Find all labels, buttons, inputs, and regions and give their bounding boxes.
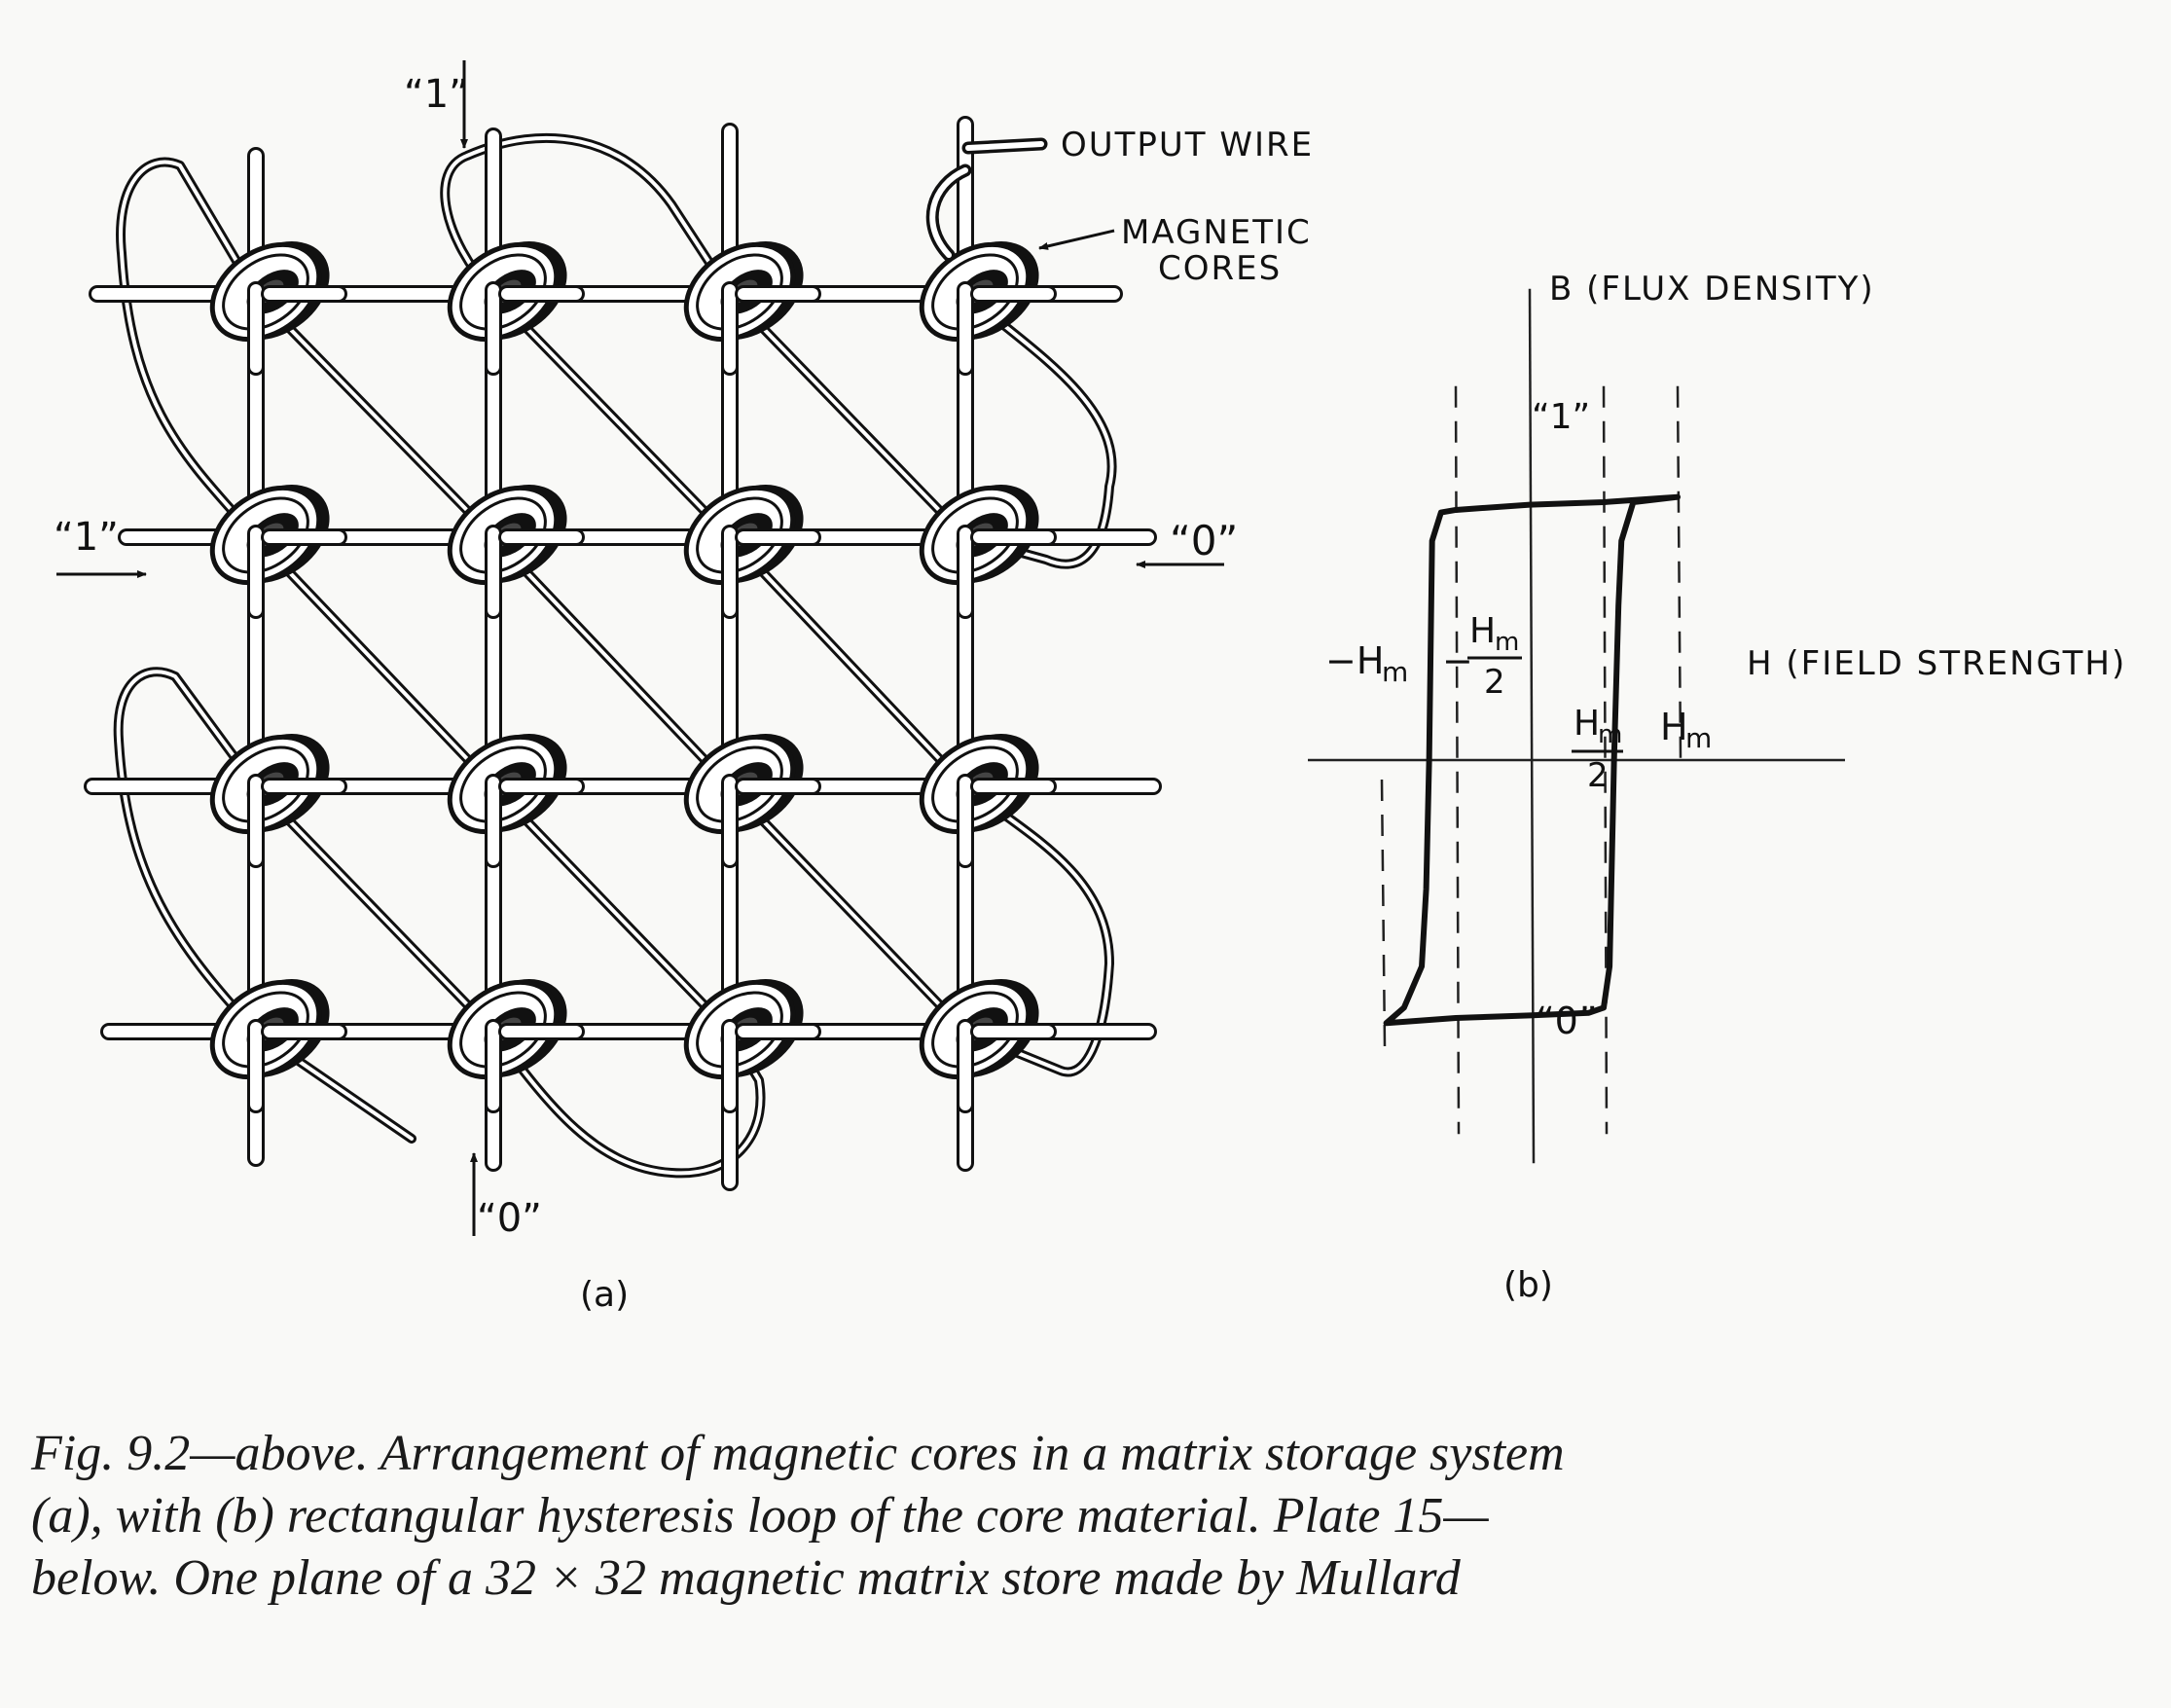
dashed-guide-line — [1676, 385, 1683, 761]
y-axis-label: B (FLUX DENSITY) — [1549, 270, 1875, 309]
diagonal-wire — [488, 289, 735, 542]
top-input-one-label: “1” — [404, 72, 469, 117]
dashed-guide-line — [1380, 779, 1387, 1047]
svg-text:m: m — [1598, 720, 1622, 749]
svg-text:2: 2 — [1587, 756, 1609, 795]
svg-text:m: m — [1495, 628, 1519, 657]
tick-label-neg-half-hm: − H m 2 — [1442, 611, 1522, 702]
bottom-input-zero-label: “0” — [477, 1196, 542, 1241]
tick-label-half-hm: H m 2 — [1572, 704, 1623, 795]
diagonal-wire — [488, 781, 735, 1036]
svg-text:m: m — [1685, 722, 1712, 754]
caption-line-3: below. One plane of a 32 × 32 magnetic m… — [31, 1550, 1461, 1606]
diagonal-wire — [725, 532, 970, 791]
svg-text:−H: −H — [1325, 639, 1384, 682]
diagonal-sense-wires — [251, 289, 970, 1144]
diagonal-wire — [725, 289, 970, 542]
diagonal-wire — [725, 781, 970, 1036]
state-one-label: “1” — [1532, 397, 1590, 437]
svg-text:−: − — [1442, 639, 1473, 682]
loop-wire-mid-left — [113, 667, 261, 1036]
diagonal-wire — [488, 532, 735, 791]
loop-wire-top-left — [116, 157, 261, 542]
magnetic-cores-label-line2: CORES — [1158, 249, 1282, 288]
hysteresis-loop-chart: B (FLUX DENSITY) H (FIELD STRENGTH) “1” … — [1308, 270, 2126, 1305]
loop-wire-right-lower — [960, 781, 1114, 1077]
magnetic-cores-label-line1: MAGNETIC — [1121, 213, 1312, 252]
loop-wire-top-middle — [440, 132, 735, 299]
caption-line-1: Fig. 9.2—above. Arrangement of magnetic … — [31, 1426, 1565, 1481]
panel-b-label: (b) — [1503, 1265, 1553, 1305]
panel-a-label: (a) — [580, 1275, 629, 1315]
magnetic-cores-pointer-arrow — [1038, 229, 1115, 250]
output-wire-label: OUTPUT WIRE — [1061, 126, 1314, 164]
diagonal-wire — [251, 289, 498, 542]
svg-text:H: H — [1660, 706, 1688, 748]
diagonal-wire — [251, 781, 498, 1036]
figure-caption: Fig. 9.2—above. Arrangement of magnetic … — [31, 1423, 1938, 1610]
svg-text:m: m — [1382, 656, 1408, 688]
output-wire-tail — [925, 137, 1048, 262]
loop-wire-bottom — [488, 1027, 766, 1179]
svg-text:2: 2 — [1484, 663, 1505, 702]
caption-line-2: (a), with (b) rectangular hysteresis loo… — [31, 1488, 1489, 1544]
hysteresis-loop-curve — [1383, 493, 1681, 1027]
loop-wire-right-upper — [960, 289, 1117, 569]
vertical-wire-front-segments — [247, 281, 1057, 1113]
svg-text:H: H — [1574, 704, 1600, 744]
x-axis-label: H (FIELD STRENGTH) — [1747, 644, 2126, 683]
magnetic-cores — [209, 241, 1039, 1080]
dashed-guide-line — [1602, 385, 1609, 1135]
tick-label-hm: H m — [1660, 706, 1712, 754]
diagonal-wire — [251, 532, 498, 791]
right-input-zero-label: “0” — [1170, 517, 1238, 564]
svg-text:H: H — [1469, 611, 1496, 651]
left-input-one-label: “1” — [54, 515, 119, 560]
core-matrix-diagram: OUTPUT WIRE MAGNETIC CORES “1” “1” “0” “… — [54, 60, 1314, 1315]
state-zero-label: “0” — [1536, 999, 1598, 1042]
tick-label-neg-hm: −H m — [1325, 639, 1408, 688]
